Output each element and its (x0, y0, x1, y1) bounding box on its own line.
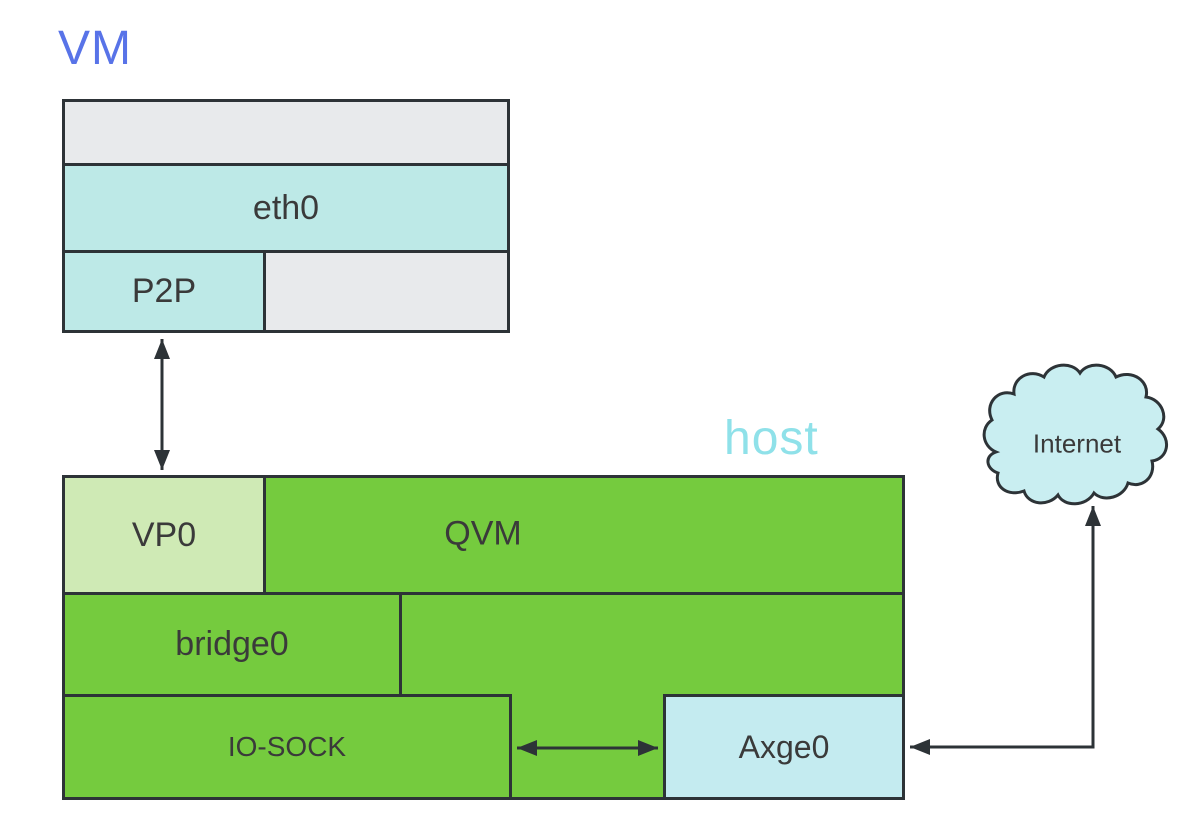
iosock-label: IO-SOCK (227, 731, 347, 762)
internet-to-axge0-elbow-arrow (910, 506, 1101, 755)
eth0-label: eth0 (252, 188, 320, 227)
host-axge0-cell: Axge0 (663, 694, 905, 800)
host-bridge0-cell: bridge0 (65, 595, 399, 694)
host-row-divider-line (62, 592, 905, 595)
internet-label: Internet (1032, 428, 1122, 459)
vm-title: VM (58, 22, 132, 75)
vm-box: eth0 P2P (62, 99, 510, 333)
qvm-label: QVM (444, 514, 522, 553)
host-iosock-cell: IO-SOCK (62, 694, 512, 800)
host-box: VP0 QVM bridge0 IO-SOCK Axge0 (62, 475, 905, 800)
p2p-label: P2P (131, 272, 197, 310)
bridge0-label: bridge0 (175, 625, 289, 663)
host-title: host (724, 412, 819, 465)
axge0-label: Axge0 (738, 728, 830, 765)
vm-eth0-cell: eth0 (62, 163, 510, 253)
host-vp0-cell: VP0 (62, 475, 266, 595)
vp0-label: VP0 (131, 515, 197, 554)
bridge0-divider-line (399, 592, 402, 697)
vm-p2p-cell: P2P (62, 250, 266, 333)
